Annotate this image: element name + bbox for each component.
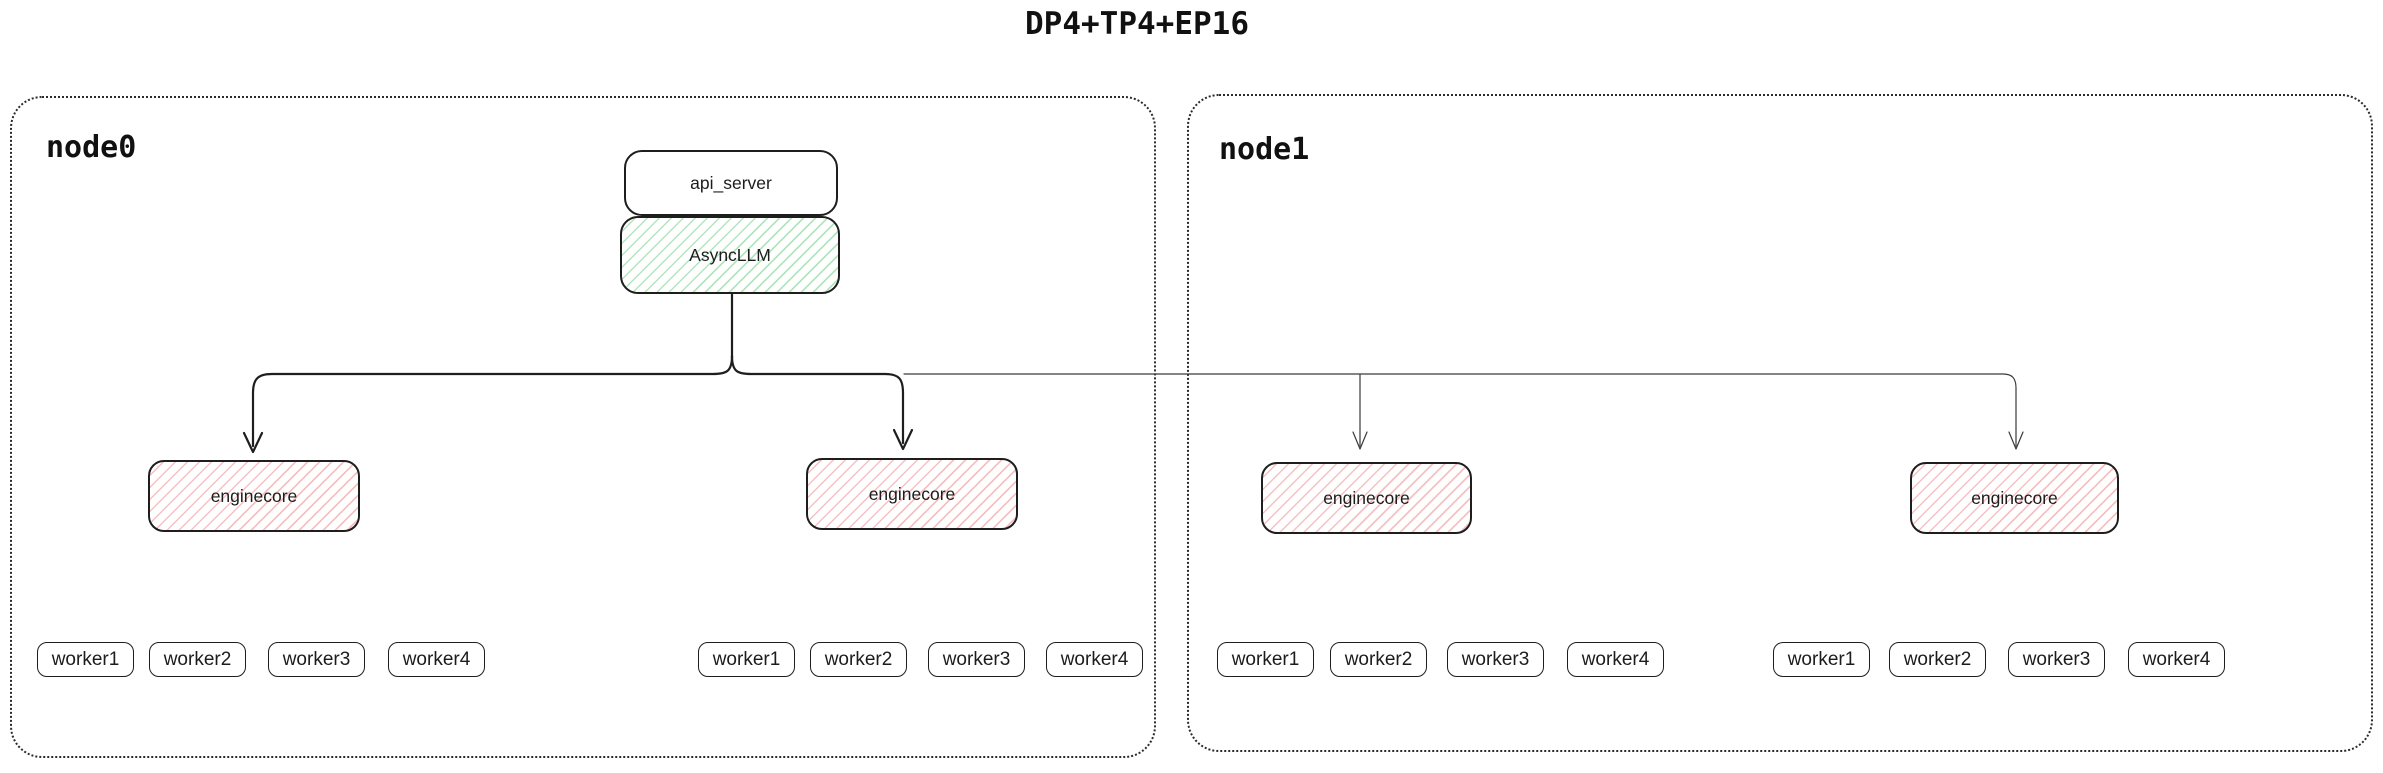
worker-box: worker3 [1447,642,1544,677]
worker-label: worker2 [824,648,893,670]
worker-box: worker2 [1889,642,1986,677]
worker-box: worker4 [388,642,485,677]
worker-box: worker1 [1217,642,1314,677]
worker-box: worker1 [1773,642,1870,677]
worker-box: worker1 [37,642,134,677]
worker-label: worker4 [2142,648,2211,670]
worker-box: worker3 [928,642,1025,677]
async-llm-label: AsyncLLM [689,244,771,265]
node1-label: node1 [1219,132,1310,167]
async-llm-box: AsyncLLM [620,216,840,294]
worker-label: worker3 [2022,648,2091,670]
worker-label: worker4 [1581,648,1650,670]
worker-label: worker1 [1787,648,1856,670]
worker-box: worker4 [1046,642,1143,677]
enginecore-box-4: enginecore [1910,462,2119,534]
enginecore-label: enginecore [868,483,956,504]
worker-box: worker4 [2128,642,2225,677]
worker-box: worker2 [810,642,907,677]
node0-label: node0 [46,130,137,165]
worker-box: worker3 [268,642,365,677]
worker-box: worker2 [149,642,246,677]
worker-box: worker3 [2008,642,2105,677]
worker-label: worker1 [712,648,781,670]
enginecore-label: enginecore [1971,487,2058,508]
worker-label: worker4 [402,648,471,670]
enginecore-label: enginecore [1323,487,1410,508]
enginecore-box-3: enginecore [1261,462,1472,534]
worker-label: worker3 [282,648,351,670]
diagram-title: DP4+TP4+EP16 [1025,6,1249,42]
enginecore-label: enginecore [210,485,298,506]
worker-label: worker3 [942,648,1011,670]
worker-box: worker2 [1330,642,1427,677]
worker-label: worker2 [1903,648,1972,670]
worker-label: worker2 [163,648,232,670]
worker-label: worker1 [51,648,120,670]
api-server-box: api_server [624,150,838,216]
enginecore-box-1: enginecore [148,460,360,532]
enginecore-box-2: enginecore [806,458,1018,530]
worker-label: worker3 [1461,648,1530,670]
worker-label: worker1 [1231,648,1300,670]
api-server-label: api_server [690,172,772,193]
worker-label: worker4 [1060,648,1129,670]
worker-label: worker2 [1344,648,1413,670]
worker-box: worker4 [1567,642,1664,677]
worker-box: worker1 [698,642,795,677]
